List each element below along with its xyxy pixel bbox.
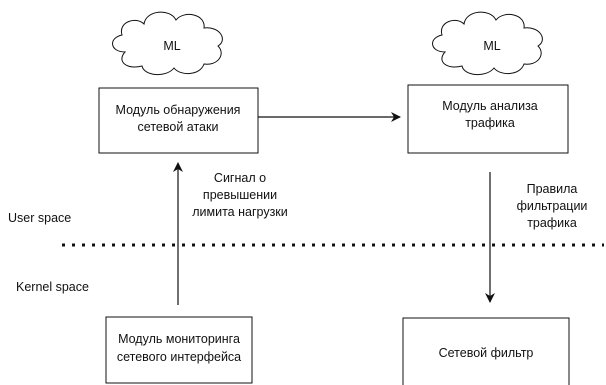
signal-overload-label: Сигнал о превышении лимита нагрузки <box>192 171 288 219</box>
attack-detection-module: Модуль обнаружения сетевой атаки <box>98 87 259 154</box>
attack-detection-label-line2: сетевой атаки <box>138 120 219 134</box>
rules-label-line1: Правила <box>527 182 578 196</box>
signal-label-line1: Сигнал о <box>214 171 266 185</box>
attack-detection-label-line1: Модуль обнаружения <box>116 103 241 117</box>
monitoring-label-line2: сетевого интерфейса <box>117 350 241 364</box>
traffic-analysis-label-line2: трафика <box>465 116 515 130</box>
rules-label-line3: трафика <box>527 216 577 230</box>
filter-rules-label: Правила фильтрации трафика <box>517 182 588 230</box>
rules-label-line2: фильтрации <box>517 199 588 213</box>
interface-monitoring-module: Модуль мониторинга сетевого интерфейса <box>105 316 253 384</box>
ml-cloud-right-label: ML <box>483 39 500 53</box>
ml-cloud-left: ML <box>112 11 223 75</box>
signal-label-line2: превышении <box>203 188 277 202</box>
network-filter-module: Сетевой фильтр <box>402 317 570 385</box>
user-space-label: User space <box>8 211 71 225</box>
network-filter-label: Сетевой фильтр <box>439 346 534 360</box>
ml-cloud-left-label: ML <box>163 39 180 53</box>
signal-label-line3: лимита нагрузки <box>192 205 288 219</box>
traffic-analysis-module: Модуль анализа трафика <box>407 84 569 154</box>
monitoring-label-line1: Модуль мониторинга <box>118 332 240 346</box>
kernel-space-label: Kernel space <box>16 280 89 294</box>
ml-cloud-right: ML <box>432 11 543 75</box>
traffic-analysis-label-line1: Модуль анализа <box>442 99 538 113</box>
